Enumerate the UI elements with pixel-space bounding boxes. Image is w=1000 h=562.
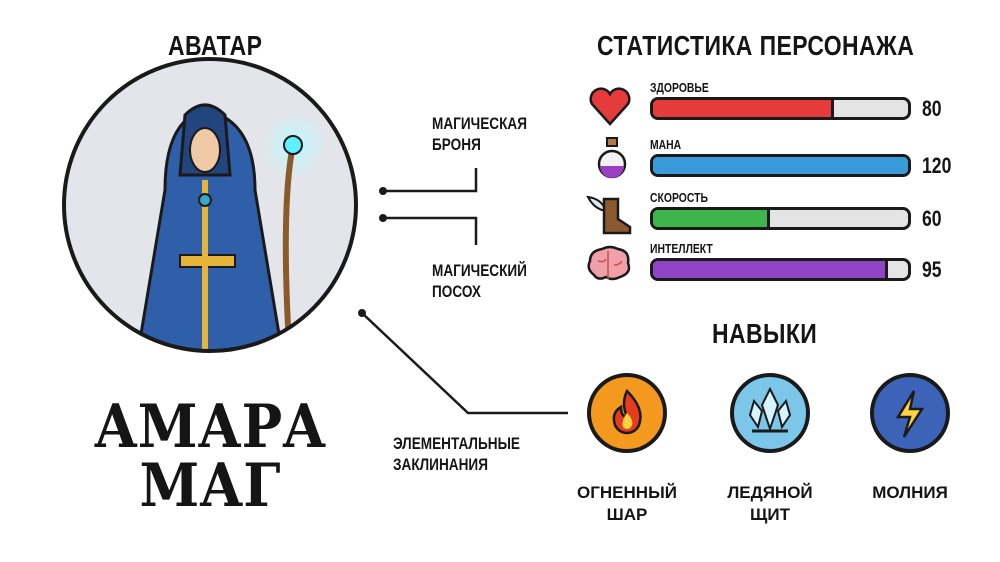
- stat-value: 60: [922, 206, 942, 231]
- skill-label: ШАР: [606, 505, 648, 524]
- callout-text: ЭЛЕМЕНТАЛЬНЫЕ: [393, 434, 520, 453]
- skill-label: ОГНЕННЫЙ: [577, 483, 677, 502]
- skill-label-lightning: МОЛНИЯ: [840, 482, 980, 504]
- skill-lightning[interactable]: [870, 373, 950, 453]
- avatar-heading: АВАТАР: [168, 30, 263, 61]
- stat-label: МАНА: [650, 137, 682, 152]
- skill-label: ЛЕДЯНОЙ: [727, 483, 813, 502]
- skills-heading: НАВЫКИ: [712, 318, 818, 349]
- avatar-portrait: [62, 57, 358, 353]
- stat-bar-fill: [653, 261, 888, 278]
- stat-bar: [650, 207, 911, 230]
- stat-value: 120: [922, 153, 952, 178]
- ice-crystal-icon: [748, 386, 792, 433]
- stat-bar: [650, 154, 911, 177]
- stat-bar: [650, 258, 911, 281]
- stat-label: СКОРОСТЬ: [650, 190, 708, 205]
- character-class: МАГ: [139, 451, 281, 521]
- skill-label-ice-shield: ЛЕДЯНОЙ ЩИТ: [700, 482, 840, 526]
- skill-ice-shield[interactable]: [730, 373, 810, 453]
- callout-magic-staff: МАГИЧЕСКИЙ ПОСОХ: [432, 260, 527, 302]
- callout-magic-armor: МАГИЧЕСКАЯ БРОНЯ: [432, 113, 527, 155]
- callout-text: МАГИЧЕСКАЯ: [432, 114, 527, 133]
- callout-text: МАГИЧЕСКИЙ: [432, 261, 527, 280]
- stat-value: 80: [922, 96, 942, 121]
- stat-bar-fill: [653, 157, 908, 174]
- callout-text: ПОСОХ: [432, 282, 481, 301]
- skill-label-fireball: ОГНЕННЫЙ ШАР: [557, 482, 697, 526]
- stat-value: 95: [922, 257, 942, 282]
- winged-boot-icon: [586, 195, 632, 235]
- skill-label: МОЛНИЯ: [872, 483, 948, 502]
- potion-icon: [597, 137, 627, 179]
- callout-text: БРОНЯ: [432, 135, 481, 154]
- callout-elemental-spells: ЭЛЕМЕНТАЛЬНЫЕ ЗАКЛИНАНИЯ: [393, 433, 520, 475]
- callout-text: ЗАКЛИНАНИЯ: [393, 455, 488, 474]
- character-name: АМАРА: [93, 392, 327, 462]
- heart-icon: [589, 87, 631, 126]
- stat-label: ИНТЕЛЛЕКТ: [650, 241, 713, 256]
- skill-label: ЩИТ: [750, 505, 790, 524]
- stats-heading: СТАТИСТИКА ПЕРСОНАЖА: [597, 30, 915, 61]
- stat-label: ЗДОРОВЬЕ: [650, 80, 709, 95]
- stat-bar-fill: [653, 100, 835, 117]
- stat-bar-fill: [653, 210, 771, 227]
- fireball-icon: [612, 388, 642, 435]
- lightning-icon: [895, 390, 925, 438]
- stat-bar: [650, 97, 911, 120]
- brain-icon: [587, 245, 631, 281]
- skill-fireball[interactable]: [587, 373, 667, 453]
